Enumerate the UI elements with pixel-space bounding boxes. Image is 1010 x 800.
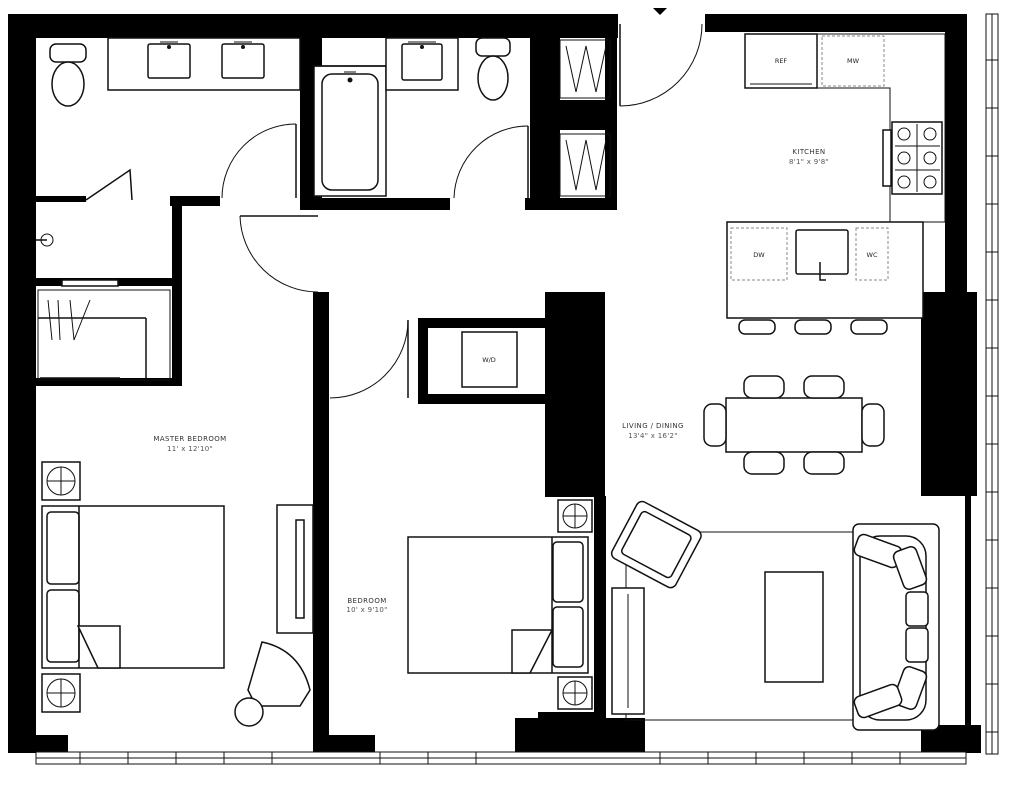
living-name: LIVING / DINING [622,422,684,430]
master-bath [36,37,301,287]
wc-label: WC [867,251,878,259]
living-dims: 13'4" x 16'2" [628,432,678,440]
dining-set [703,375,885,475]
window-right [985,13,999,755]
appliance-labels: REF MW DW WC W/D [482,57,878,364]
second-bath [313,37,511,197]
kitchen-dims: 8'1" x 9'8" [789,158,829,166]
master-name: MASTER BEDROOM [153,435,226,443]
master-dims: 11' x 12'10" [167,445,213,453]
living-furniture [610,500,940,731]
window-bottom [35,751,967,765]
hall-closets [559,39,611,197]
bedroom-bed [407,499,593,710]
washer-dryer [461,331,518,388]
kitchen [726,33,946,335]
bedroom-name: BEDROOM [347,597,386,605]
room-labels: KITCHEN 8'1" x 9'8" LIVING / DINING 13'4… [153,148,829,614]
kitchen-name: KITCHEN [792,148,825,156]
ref-label: REF [775,57,788,65]
wd-label: W/D [482,356,496,364]
master-closet [37,289,171,381]
entry-arrow-icon [653,8,667,15]
master-bed [41,461,314,727]
bedroom-dims: 10' x 9'10" [346,606,387,614]
doors [85,23,703,399]
mw-label: MW [847,57,860,65]
walls [8,14,981,753]
dw-label: DW [753,251,765,259]
